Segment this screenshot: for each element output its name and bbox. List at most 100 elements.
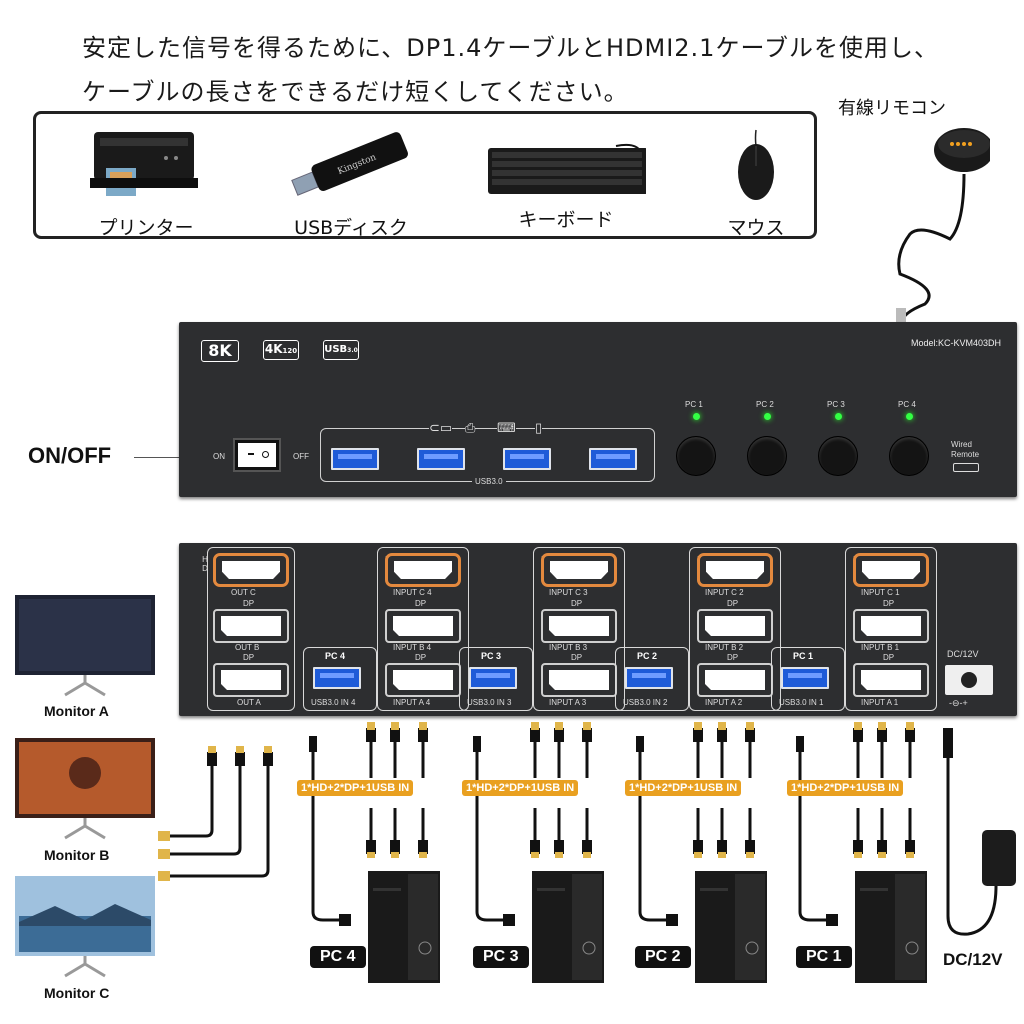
pc-tower-side — [895, 874, 925, 980]
usb-in-port-2[interactable] — [625, 667, 673, 689]
usb30-label: USB3.0 — [472, 477, 506, 486]
pc2-led — [764, 413, 771, 420]
usb-connector — [636, 736, 644, 752]
monitor-cable-connector — [235, 752, 245, 766]
dc-power-jack[interactable] — [945, 665, 993, 695]
usb-cable — [638, 736, 666, 922]
pc4-button-label: PC 4 — [898, 400, 916, 409]
video-connector — [717, 728, 727, 742]
usb-in-label: USB3.0 IN 1 — [779, 698, 824, 707]
dp-input-a-3[interactable] — [541, 663, 617, 697]
dp-b-word: DP — [883, 599, 895, 608]
headline-line-2: ケーブルの長さをできるだけ短くしてください。 — [82, 78, 629, 106]
power-switch[interactable] — [233, 438, 281, 472]
usb-port-1[interactable] — [331, 448, 379, 470]
dp-input-a-1[interactable] — [853, 663, 929, 697]
wired-remote-text-1: Wired — [951, 440, 972, 449]
video-connector — [418, 840, 428, 854]
wired-remote-icon — [896, 128, 990, 326]
dp-a-input-label: INPUT A 2 — [705, 698, 743, 707]
pc2-button[interactable] — [747, 436, 787, 476]
pc4-button[interactable] — [889, 436, 929, 476]
dp-input-b-1[interactable] — [853, 609, 929, 643]
usb-port-4[interactable] — [589, 448, 637, 470]
video-connector — [366, 728, 376, 742]
dp-input-b-3[interactable] — [541, 609, 617, 643]
pc2-button-label: PC 2 — [756, 400, 774, 409]
out-a-label: OUT A — [237, 698, 261, 707]
usb-in-port-3[interactable] — [469, 667, 517, 689]
cable-label-pc1: 1*HD+2*DP+1USB IN — [787, 780, 904, 796]
pc4-led — [906, 413, 913, 420]
usb-in-port-4[interactable] — [313, 667, 361, 689]
pc3-button[interactable] — [818, 436, 858, 476]
dp-a-input-label: INPUT A 4 — [393, 698, 431, 707]
input-group-frame — [689, 547, 781, 711]
video-connector — [554, 840, 564, 854]
usb-disk-small-icon: ⊂▭ — [429, 420, 453, 436]
video-connector — [877, 840, 887, 854]
pc-tower-side — [572, 874, 602, 980]
dp-out-a[interactable] — [213, 663, 289, 697]
hp-logo-icon — [905, 941, 919, 955]
power-switch-rocker[interactable] — [238, 443, 276, 467]
video-connector — [693, 728, 703, 742]
pc3-button-label: PC 3 — [827, 400, 845, 409]
dc-cable — [946, 736, 998, 936]
video-connector — [390, 840, 400, 854]
video-connector — [582, 728, 592, 742]
dp-b-input-label: INPUT B 3 — [549, 643, 588, 652]
pc2-tag: PC 2 — [635, 946, 691, 968]
dp-input-a-4[interactable] — [385, 663, 461, 697]
video-connector — [582, 840, 592, 854]
video-connector — [418, 728, 428, 742]
output-frame — [207, 547, 295, 711]
usb-in-pc-label: PC 3 — [481, 651, 502, 661]
dp-a-word: DP — [883, 653, 895, 662]
usb-port-3[interactable] — [503, 448, 551, 470]
hdmi-input-c-2[interactable] — [697, 553, 773, 587]
dp-input-b-4[interactable] — [385, 609, 461, 643]
hdmi-input-c-3[interactable] — [541, 553, 617, 587]
usb-connector — [666, 914, 678, 926]
onoff-leader-line — [134, 457, 200, 458]
onoff-label: ON/OFF — [28, 443, 112, 468]
usb-disk-icon: Kingston — [291, 132, 408, 196]
hdmi-out-c[interactable] — [213, 553, 289, 587]
wired-remote-port[interactable] — [953, 463, 979, 472]
printer-label: プリンター — [98, 217, 194, 239]
hdmi-input-c-4[interactable] — [385, 553, 461, 587]
peripherals-box: プリンター Kingston USBディスク キーボード — [33, 111, 817, 239]
hp-logo-icon — [418, 941, 432, 955]
video-connector — [905, 728, 915, 742]
printer-small-icon: ⎙ — [465, 420, 476, 436]
usb-connector — [339, 914, 351, 926]
switch-off-mark — [262, 451, 269, 458]
usb-in-port-1[interactable] — [781, 667, 829, 689]
mouse-label: マウス — [727, 217, 785, 239]
usb-in-frame — [303, 647, 377, 711]
video-connector-tip — [694, 722, 702, 730]
printer-icon — [90, 132, 198, 196]
pc1-led — [693, 413, 700, 420]
dp-input-a-2[interactable] — [697, 663, 773, 697]
video-connector-tip — [854, 722, 862, 730]
monitor-b-label: Monitor B — [44, 847, 110, 863]
usb-port-2[interactable] — [417, 448, 465, 470]
rear-dc-label: DC/12V — [947, 649, 979, 659]
hdmi-input-c-1[interactable] — [853, 553, 929, 587]
dp-input-b-2[interactable] — [697, 609, 773, 643]
dc-plug — [943, 728, 953, 758]
video-connector — [877, 728, 887, 742]
monitor-cable-tip — [236, 746, 244, 753]
dp-out-b[interactable] — [213, 609, 289, 643]
input-group-frame — [533, 547, 625, 711]
pc3-led — [835, 413, 842, 420]
video-connector-tip — [718, 852, 726, 858]
pc1-button[interactable] — [676, 436, 716, 476]
video-connector-tip — [746, 722, 754, 730]
badge-30-text: 3.0 — [347, 347, 358, 354]
video-connector-tip — [694, 852, 702, 858]
dp-a-word: DP — [727, 653, 739, 662]
usb-connector — [826, 914, 838, 926]
